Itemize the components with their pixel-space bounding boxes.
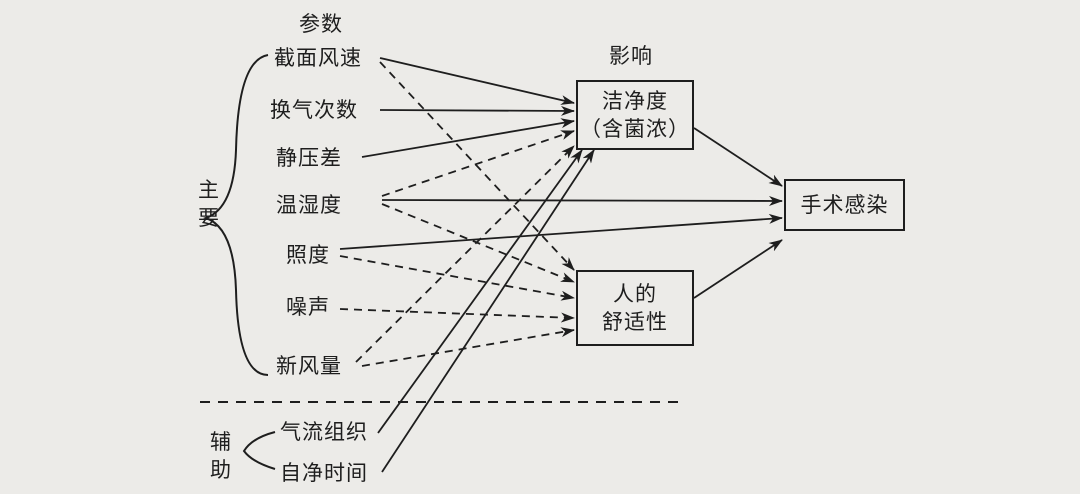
arrow-wenshi-to-clean bbox=[381, 130, 575, 197]
comfort-box: 人的 舒适性 bbox=[576, 270, 694, 346]
aux-brace bbox=[242, 431, 276, 470]
arrow-xinfeng-to-clean bbox=[355, 145, 575, 363]
param-xinfengliang: 新风量 bbox=[276, 354, 342, 378]
comfort-line-1: 人的 bbox=[613, 282, 657, 306]
arrow-xinfeng-to-comfort bbox=[361, 327, 575, 367]
param-zijing-shijian: 自净时间 bbox=[280, 461, 368, 485]
main-group-char-2: 要 bbox=[198, 206, 220, 230]
params-header: 参数 bbox=[299, 12, 343, 36]
param-zaosheng: 噪声 bbox=[286, 295, 330, 319]
param-zhaodu: 照度 bbox=[286, 243, 330, 267]
comfort-line-2: 舒适性 bbox=[602, 310, 668, 334]
surgical-infection-label: 手术感染 bbox=[800, 193, 889, 217]
cleanliness-box: 洁净度 （含菌浓） bbox=[576, 80, 694, 150]
aux-group-char-2: 助 bbox=[210, 458, 232, 482]
cleanliness-title: 洁净度 bbox=[602, 89, 668, 113]
arrow-zhaodu-to-infection bbox=[339, 213, 783, 250]
arrow-wenshi-to-comfort bbox=[381, 203, 575, 283]
param-jingyacha: 静压差 bbox=[276, 146, 342, 170]
main-brace bbox=[203, 54, 269, 376]
cleanliness-subtitle: （含菌浓） bbox=[580, 117, 690, 141]
arrow-wenshi-to-infection bbox=[381, 195, 783, 206]
main-group-char-1: 主 bbox=[198, 178, 220, 202]
influence-header: 影响 bbox=[609, 44, 653, 68]
arrow-clean-to-infection bbox=[693, 127, 783, 187]
arrow-comfort-to-infection bbox=[693, 239, 783, 299]
aux-group-char-1: 辅 bbox=[210, 430, 232, 454]
param-jiemian-fengsu: 截面风速 bbox=[274, 46, 362, 70]
param-wenshidu: 温湿度 bbox=[276, 193, 342, 217]
arrow-qiliu-to-clean bbox=[377, 149, 583, 434]
arrow-jiemian-to-comfort bbox=[379, 61, 575, 271]
arrow-zhaodu-to-comfort bbox=[339, 255, 575, 301]
arrow-jingya-to-clean bbox=[361, 118, 575, 158]
main-group-label: 主 要 bbox=[198, 176, 220, 232]
aux-group-label: 辅 助 bbox=[210, 428, 232, 484]
arrow-huanqi-to-clean bbox=[379, 105, 575, 116]
param-qiliu-zuzhi: 气流组织 bbox=[280, 420, 368, 444]
param-huanqi-cishu: 换气次数 bbox=[270, 98, 358, 122]
arrow-jiemian-to-clean bbox=[379, 57, 575, 105]
surgical-infection-box: 手术感染 bbox=[784, 179, 905, 231]
arrow-zaosheng-to-comfort bbox=[339, 308, 575, 323]
arrow-zijing-to-clean bbox=[381, 149, 595, 473]
